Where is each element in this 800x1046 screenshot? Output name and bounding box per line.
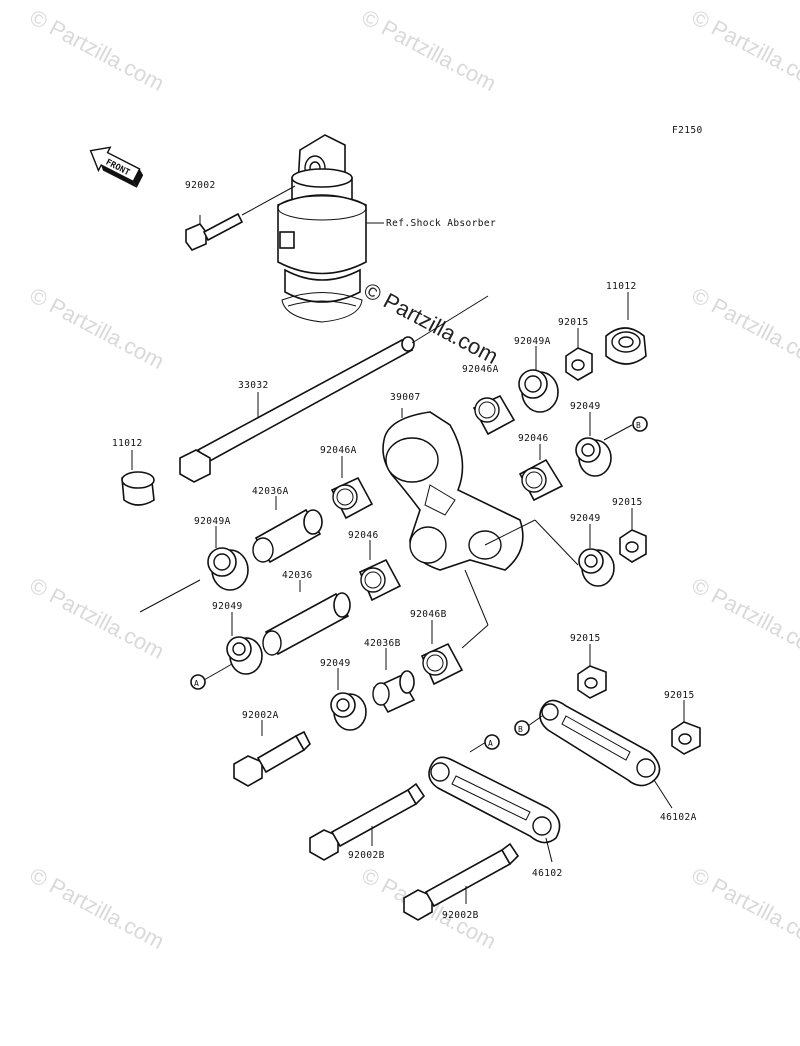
watermark: © Partzilla.com xyxy=(26,572,169,664)
bearing-92046A-top xyxy=(472,394,516,436)
watermark: © Partzilla.com xyxy=(358,4,501,96)
label-92049-low: 92049 xyxy=(320,658,351,669)
bolt-92002B-upper xyxy=(309,782,426,861)
label-92002A: 92002A xyxy=(242,710,279,721)
label-92002B-lower: 92002B xyxy=(442,910,479,921)
label-92049-upper: 92049 xyxy=(570,401,601,412)
figure-code: F2150 xyxy=(672,125,703,136)
label-92049A-top: 92049A xyxy=(514,336,551,347)
callout-b-lower: B xyxy=(518,725,523,734)
label-92015-mid: 92015 xyxy=(612,497,643,508)
label-92002: 92002 xyxy=(185,180,216,191)
bolt-92002B-lower xyxy=(403,842,520,921)
shaft-33032 xyxy=(139,295,489,613)
tie-rod-46102: A xyxy=(428,734,561,863)
nut-92015-mid xyxy=(619,508,647,563)
label-33032: 33032 xyxy=(238,380,269,391)
label-46102A: 46102A xyxy=(660,812,697,823)
label-92002B-upper: 92002B xyxy=(348,850,385,861)
shock-absorber: Ref.Shock Absorber xyxy=(277,134,496,323)
nut-92015-right xyxy=(671,700,701,755)
sleeve-42036 xyxy=(262,580,351,656)
watermark: © Partzilla.com xyxy=(26,4,169,96)
watermark: © Partzilla.com xyxy=(688,4,800,96)
label-11012-left: 11012 xyxy=(112,438,143,449)
label-46102: 46102 xyxy=(532,868,563,879)
collar-92049-low xyxy=(330,668,367,731)
reference-note: Ref.Shock Absorber xyxy=(386,218,496,229)
bearing-92046-mid xyxy=(358,540,402,602)
front-arrow-icon: FRONT xyxy=(89,146,144,188)
collar-92049A-left xyxy=(207,526,249,591)
bearing-92046B xyxy=(420,620,464,686)
label-42036: 42036 xyxy=(282,570,313,581)
label-92049A-left: 92049A xyxy=(194,516,231,527)
bearing-92046A-mid xyxy=(330,456,374,520)
callout-a-left: A xyxy=(194,679,199,688)
collar-92049A-top xyxy=(518,346,559,413)
tie-rod-46102A: B xyxy=(514,699,673,809)
watermark: © Partzilla.com xyxy=(26,862,169,954)
nut-92015-low xyxy=(577,644,607,699)
label-92046-mid: 92046 xyxy=(348,530,379,541)
label-92015-low: 92015 xyxy=(570,633,601,644)
label-92015-top: 92015 xyxy=(558,317,589,328)
callout-a-lower: A xyxy=(488,739,493,748)
callout-b-upper: B xyxy=(636,421,641,430)
label-92015-right: 92015 xyxy=(664,690,695,701)
label-92049-right: 92049 xyxy=(570,513,601,524)
collar-92049-upper: B xyxy=(575,412,648,477)
watermark: © Partzilla.com xyxy=(688,862,800,954)
nut-92015-top xyxy=(565,328,593,381)
label-11012-right: 11012 xyxy=(606,281,637,292)
collar-92049-left: A xyxy=(190,612,263,690)
watermark: © Partzilla.com xyxy=(688,282,800,374)
cap-11012-right xyxy=(605,292,647,365)
label-39007: 39007 xyxy=(390,392,421,403)
bolt-92002 xyxy=(185,185,296,251)
watermark: © Partzilla.com xyxy=(26,282,169,374)
label-42036A: 42036A xyxy=(252,486,289,497)
label-92049-left: 92049 xyxy=(212,601,243,612)
bolt-92002A xyxy=(233,720,311,787)
label-92046A-top: 92046A xyxy=(462,364,499,375)
rocker-arm-39007 xyxy=(382,408,579,649)
label-92046A-mid: 92046A xyxy=(320,445,357,456)
sleeve-42036A xyxy=(252,496,323,564)
bearing-92046-upper xyxy=(518,444,564,502)
collar-92049-right xyxy=(578,524,615,587)
cap-11012-left xyxy=(121,450,155,506)
sleeve-42036B xyxy=(372,648,416,714)
label-92046-upper: 92046 xyxy=(518,433,549,444)
label-92046B: 92046B xyxy=(410,609,447,620)
label-42036B: 42036B xyxy=(364,638,401,649)
watermark: © Partzilla.com xyxy=(688,572,800,664)
